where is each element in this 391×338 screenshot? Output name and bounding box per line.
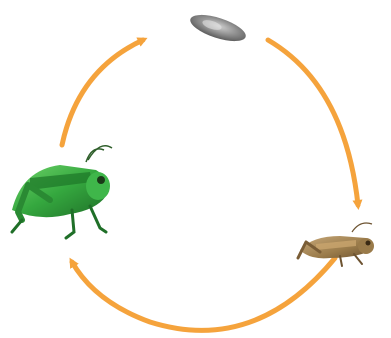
arrow-nymph-to-adult [72,258,335,330]
egg-pod-icon [187,10,248,47]
adult-green-grasshopper-icon [12,146,112,238]
arrow-adult-to-egg [62,40,143,145]
arrow-egg-to-nymph [268,40,358,205]
